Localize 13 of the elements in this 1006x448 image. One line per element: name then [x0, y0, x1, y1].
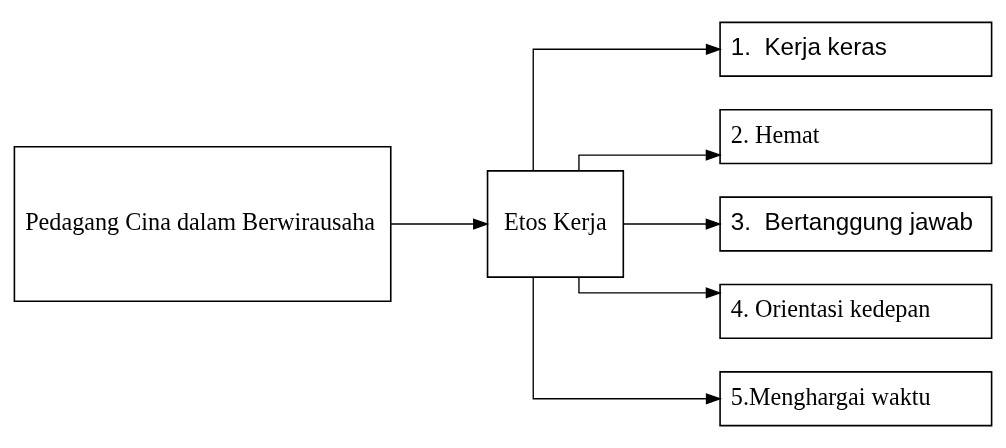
arrow: [532, 43, 722, 172]
node-box: 2. Hemat: [719, 108, 993, 165]
node-box: 4. Orientasi kedepan: [719, 283, 993, 340]
arrow: [578, 149, 722, 172]
arrow: [390, 218, 490, 230]
arrow: [622, 218, 722, 230]
node-box: 1. Kerja keras: [719, 21, 993, 77]
node-box: Etos Kerja: [486, 170, 625, 278]
node-box: Pedagang Cina dalam Berwirausaha: [13, 145, 392, 303]
arrow: [578, 276, 722, 299]
node-box: 5.Menghargai waktu: [719, 371, 993, 427]
node-box: 3. Bertanggung jawab: [719, 196, 993, 252]
arrow: [532, 276, 722, 405]
